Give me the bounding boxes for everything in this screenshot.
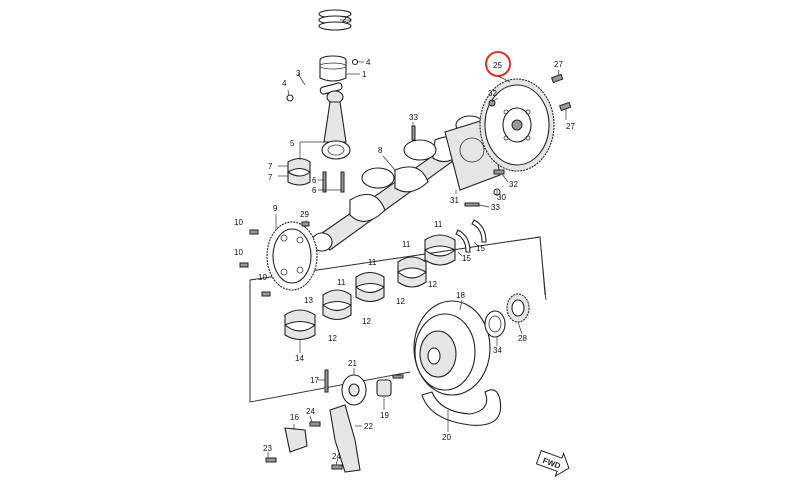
callout-24-a[interactable]: 24 <box>306 407 315 416</box>
main-bearing-lower-2[interactable] <box>397 270 427 288</box>
timing-sprocket[interactable] <box>506 293 530 323</box>
callout-21[interactable]: 21 <box>348 359 357 368</box>
callout-11-c[interactable]: 11 <box>368 258 377 267</box>
callout-20[interactable]: 20 <box>442 433 451 442</box>
thrust-washer-a[interactable] <box>455 229 471 253</box>
crankshaft[interactable] <box>311 115 485 252</box>
bolt-32-lower[interactable] <box>493 169 505 175</box>
callout-7-upper[interactable]: 7 <box>268 162 273 171</box>
callout-29[interactable]: 29 <box>300 210 309 219</box>
callout-12-b[interactable]: 12 <box>396 297 405 306</box>
piston-rings[interactable] <box>318 9 352 31</box>
callout-labels: 2 1 4 3 4 5 7 7 6 6 8 25 27 27 32 32 33 … <box>234 15 575 461</box>
callout-32-upper[interactable]: 32 <box>488 89 497 98</box>
bolt-24-b[interactable] <box>331 464 343 470</box>
piston[interactable] <box>319 55 347 82</box>
leader-lines <box>267 61 567 466</box>
spacer-bolt[interactable] <box>392 374 404 379</box>
callout-12-c[interactable]: 12 <box>362 317 371 326</box>
bolt-10-a[interactable] <box>249 229 259 235</box>
rod-bearing-lower[interactable] <box>287 170 311 186</box>
main-bearing-upper-5[interactable] <box>284 309 316 326</box>
bolt-10-c[interactable] <box>261 291 271 297</box>
flywheel[interactable] <box>479 78 555 172</box>
connecting-rod[interactable] <box>321 90 351 160</box>
callout-32-lower[interactable]: 32 <box>509 180 518 189</box>
callout-12-a[interactable]: 12 <box>428 280 437 289</box>
main-bearing-upper-3[interactable] <box>355 271 385 288</box>
callout-15-b[interactable]: 15 <box>476 244 485 253</box>
oil-seal[interactable] <box>484 310 506 338</box>
callout-30[interactable]: 30 <box>497 193 506 202</box>
callout-28[interactable]: 28 <box>518 334 527 343</box>
drive-belt[interactable] <box>421 389 502 426</box>
callout-11-a[interactable]: 11 <box>434 220 443 229</box>
forward-direction-arrow: FWD <box>535 449 570 478</box>
callout-8[interactable]: 8 <box>378 146 383 155</box>
callout-16[interactable]: 16 <box>290 413 299 422</box>
callout-4-left[interactable]: 4 <box>282 79 287 88</box>
callout-34[interactable]: 34 <box>493 346 502 355</box>
idler-bracket[interactable] <box>329 404 361 473</box>
circlip-left[interactable] <box>286 94 294 102</box>
callout-22[interactable]: 22 <box>364 422 373 431</box>
main-bearing-upper-1[interactable] <box>424 234 456 251</box>
callout-10-c[interactable]: 10 <box>258 273 267 282</box>
callout-4-right[interactable]: 4 <box>366 58 371 67</box>
callout-17[interactable]: 17 <box>310 376 319 385</box>
callout-33-upper[interactable]: 33 <box>409 113 418 122</box>
main-bearing-lower-3[interactable] <box>355 285 385 303</box>
callout-1[interactable]: 1 <box>362 70 367 79</box>
callout-24-b[interactable]: 24 <box>332 452 341 461</box>
bolt-32-upper[interactable] <box>488 99 496 107</box>
thrust-washer-b[interactable] <box>471 219 487 243</box>
main-bearing-lower-4[interactable] <box>322 303 352 321</box>
callout-25[interactable]: 25 <box>493 61 502 70</box>
bolt-10-b[interactable] <box>239 262 249 268</box>
woodruff-key[interactable] <box>301 221 310 227</box>
callout-10-a[interactable]: 10 <box>234 218 243 227</box>
callout-11-b[interactable]: 11 <box>402 240 411 249</box>
callout-31[interactable]: 31 <box>450 196 459 205</box>
callout-27-lower[interactable]: 27 <box>566 122 575 131</box>
small-bracket[interactable] <box>284 427 308 453</box>
timing-plate[interactable] <box>266 221 318 291</box>
rod-bearing-upper[interactable] <box>287 157 311 174</box>
callout-2[interactable]: 2 <box>342 15 347 24</box>
callout-5[interactable]: 5 <box>290 139 295 148</box>
main-bearing-upper-2[interactable] <box>397 256 427 273</box>
idler-pulley[interactable] <box>341 374 367 406</box>
callout-9[interactable]: 9 <box>273 204 278 213</box>
callout-6-upper[interactable]: 6 <box>312 176 317 185</box>
callout-6-lower[interactable]: 6 <box>312 186 317 195</box>
callout-19[interactable]: 19 <box>380 411 389 420</box>
callout-13[interactable]: 13 <box>304 296 313 305</box>
callout-12-d[interactable]: 12 <box>328 334 337 343</box>
main-bearing-lower-1[interactable] <box>424 248 456 266</box>
main-bearing-lower-5[interactable] <box>284 323 316 341</box>
callout-33-lower[interactable]: 33 <box>491 203 500 212</box>
callout-3[interactable]: 3 <box>296 69 301 78</box>
bolt-33-upper[interactable] <box>411 125 416 141</box>
flywheel-bolt-lower[interactable] <box>558 101 572 112</box>
flywheel-bolt-upper[interactable] <box>550 73 564 84</box>
bolt-33-lower[interactable] <box>464 202 480 207</box>
idler-bolt[interactable] <box>324 369 329 393</box>
callout-11-d[interactable]: 11 <box>337 278 346 287</box>
callout-27-upper[interactable]: 27 <box>554 60 563 69</box>
callout-14[interactable]: 14 <box>295 354 304 363</box>
spacer[interactable] <box>376 379 392 397</box>
bolt-23[interactable] <box>265 457 277 463</box>
circlip-right[interactable] <box>351 58 359 66</box>
bolt-24-a[interactable] <box>309 421 321 427</box>
crankshaft-pulley[interactable] <box>413 300 491 396</box>
callout-7-lower[interactable]: 7 <box>268 173 273 182</box>
callout-15-a[interactable]: 15 <box>462 254 471 263</box>
callout-18[interactable]: 18 <box>456 291 465 300</box>
callout-23[interactable]: 23 <box>263 444 272 453</box>
callout-10-b[interactable]: 10 <box>234 248 243 257</box>
main-bearing-upper-4[interactable] <box>322 289 352 306</box>
rod-bolts[interactable] <box>322 171 345 193</box>
